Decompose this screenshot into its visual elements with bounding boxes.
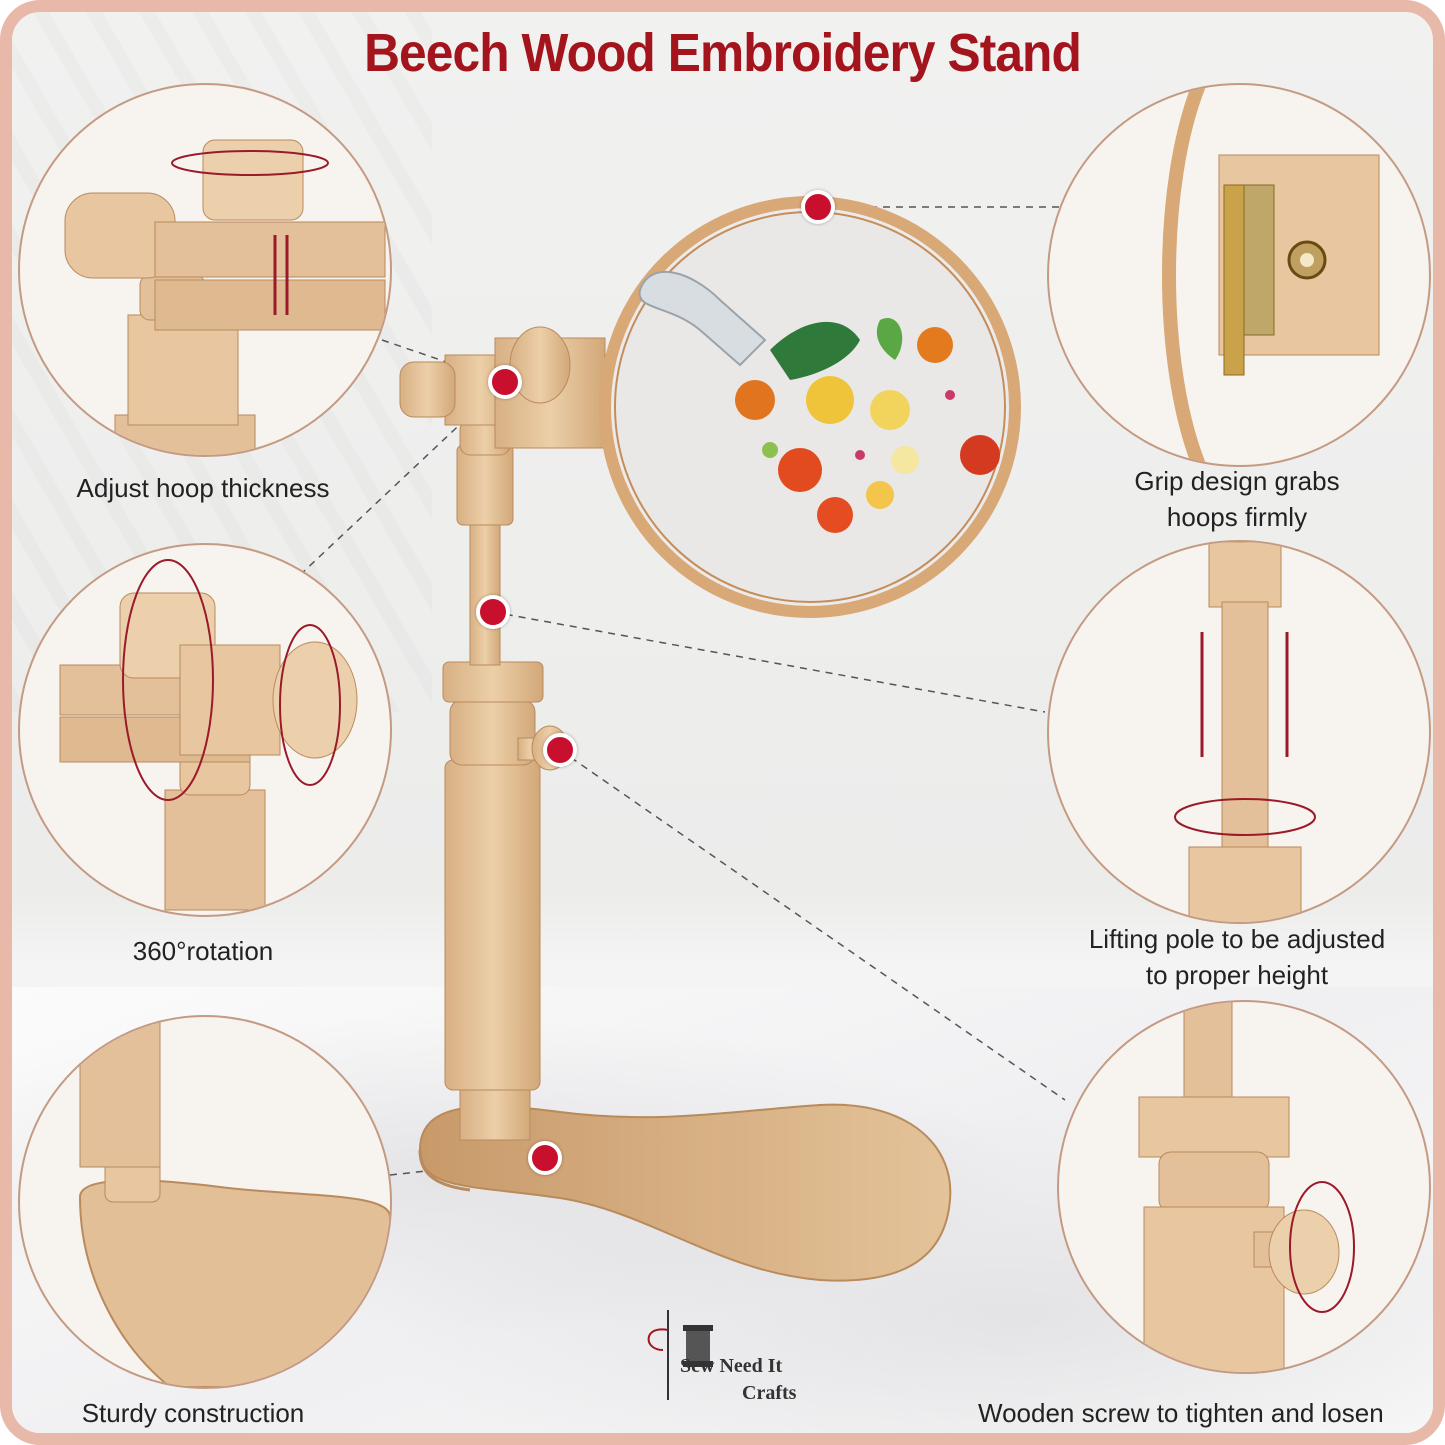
caption-grip: Grip design grabs hoops firmly: [1047, 463, 1427, 535]
caption-lifting-line2: to proper height: [1145, 960, 1329, 990]
callout-dot-screw: [543, 733, 577, 767]
caption-wooden-screw: Wooden screw to tighten and losen: [978, 1398, 1384, 1428]
brand-name: Sew Need It: [680, 1355, 783, 1377]
grip-closeup: [1162, 85, 1380, 465]
caption-sturdy: Sturdy construction: [81, 1398, 305, 1428]
detail-wooden-screw: [1057, 1000, 1431, 1374]
detail-lifting-pole: [1047, 540, 1431, 924]
callout-dot-hoop: [801, 190, 835, 224]
needle-spool-logo: [647, 1310, 713, 1400]
caption-grip-line2: hoops firmly: [1166, 502, 1308, 532]
pole-closeup: [1174, 542, 1316, 922]
callout-dot-clamp: [488, 365, 522, 399]
lifting-pole: [469, 499, 501, 666]
callout-dot-pole: [476, 595, 510, 629]
caption-lifting-pole: Lifting pole to be adjusted to proper he…: [1047, 921, 1427, 993]
detail-hoop-thickness: [18, 83, 392, 457]
embroidery-flowers: [638, 271, 1000, 533]
detail-grip: [1047, 83, 1431, 467]
base-closeup: [78, 1017, 390, 1387]
detail-rotation: [18, 543, 392, 917]
screw-closeup: [1138, 1002, 1355, 1372]
rotation-closeup: [59, 559, 358, 911]
clamp-closeup: [64, 139, 386, 455]
caption-grip-line1: Grip design grabs: [1134, 466, 1340, 496]
caption-hoop-thickness: Adjust hoop thickness: [76, 473, 330, 503]
stand-pillar: [444, 759, 541, 1091]
callout-dot-base: [528, 1141, 562, 1175]
page-title: Beech Wood Embroidery Stand: [364, 23, 1082, 83]
detail-sturdy: [18, 1015, 392, 1389]
caption-rotation: 360°rotation: [132, 936, 274, 966]
caption-lifting-line1: Lifting pole to be adjusted: [1088, 924, 1386, 954]
brand-subtitle: Crafts: [742, 1382, 797, 1404]
